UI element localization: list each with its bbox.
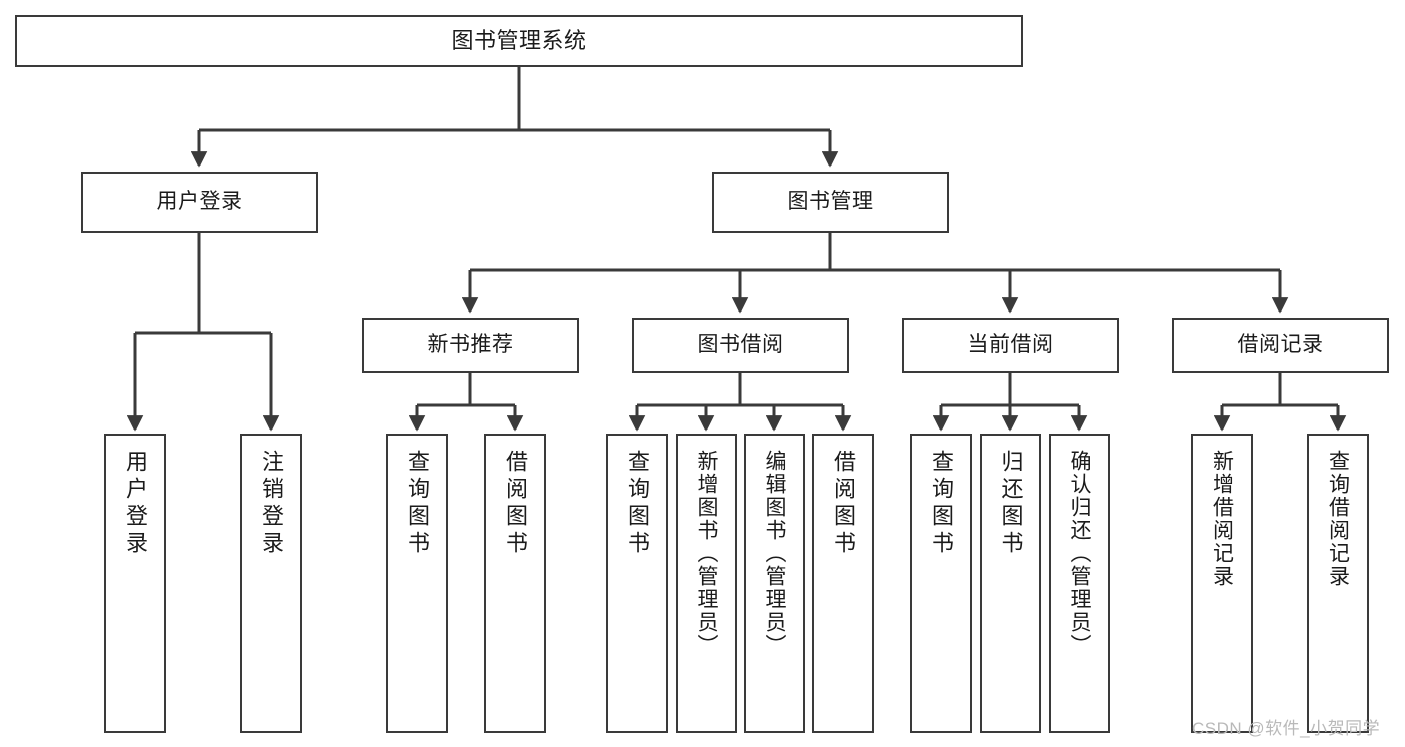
node-leaf-borrow-book-2[interactable]: 借阅图书 — [812, 434, 874, 733]
node-leaf-logout[interactable]: 注销登录 — [240, 434, 302, 733]
node-label: 借阅图书 — [503, 450, 528, 558]
node-label: 归还图书 — [998, 450, 1024, 558]
node-leaf-user-login[interactable]: 用户登录 — [104, 434, 166, 733]
node-label: 用户登录 — [123, 450, 148, 558]
node-label: 图书借阅 — [697, 333, 784, 357]
node-label: 确认归还（管理员） — [1068, 450, 1091, 657]
node-book-borrow[interactable]: 图书借阅 — [632, 318, 849, 373]
node-book-management[interactable]: 图书管理 — [712, 172, 949, 233]
node-leaf-confirm-return-admin[interactable]: 确认归还（管理员） — [1049, 434, 1110, 733]
csdn-watermark: CSDN @软件_小贺同学 — [1192, 719, 1381, 738]
node-leaf-query-book-3[interactable]: 查询图书 — [910, 434, 972, 733]
node-label: 用户登录 — [156, 190, 243, 214]
node-borrow-record[interactable]: 借阅记录 — [1172, 318, 1389, 373]
node-label: 编辑图书（管理员） — [763, 450, 786, 657]
node-label: 当前借阅 — [967, 333, 1054, 357]
node-user-login[interactable]: 用户登录 — [81, 172, 318, 233]
node-leaf-query-book-2[interactable]: 查询图书 — [606, 434, 668, 733]
node-label: 借阅图书 — [831, 450, 856, 558]
node-leaf-add-book-admin[interactable]: 新增图书（管理员） — [676, 434, 737, 733]
node-label: 图书管理系统 — [451, 28, 587, 54]
node-label: 查询图书 — [929, 450, 954, 558]
node-label: 新书推荐 — [427, 333, 514, 357]
node-label: 新增借阅记录 — [1210, 450, 1234, 588]
node-new-book-recommendation[interactable]: 新书推荐 — [362, 318, 579, 373]
node-leaf-query-book-1[interactable]: 查询图书 — [386, 434, 448, 733]
node-leaf-query-borrow-record[interactable]: 查询借阅记录 — [1307, 434, 1369, 733]
node-label: 注销登录 — [259, 450, 284, 558]
node-current-borrow[interactable]: 当前借阅 — [902, 318, 1119, 373]
node-label: 查询借阅记录 — [1326, 450, 1350, 588]
node-root-book-management-system[interactable]: 图书管理系统 — [15, 15, 1023, 67]
node-leaf-return-book[interactable]: 归还图书 — [980, 434, 1041, 733]
node-label: 图书管理 — [787, 190, 874, 214]
node-leaf-edit-book-admin[interactable]: 编辑图书（管理员） — [744, 434, 805, 733]
node-label: 查询图书 — [625, 450, 650, 558]
node-label: 借阅记录 — [1237, 333, 1324, 357]
node-label: 新增图书（管理员） — [695, 450, 718, 657]
node-leaf-borrow-book-1[interactable]: 借阅图书 — [484, 434, 546, 733]
node-label: 查询图书 — [405, 450, 430, 558]
node-leaf-add-borrow-record[interactable]: 新增借阅记录 — [1191, 434, 1253, 733]
